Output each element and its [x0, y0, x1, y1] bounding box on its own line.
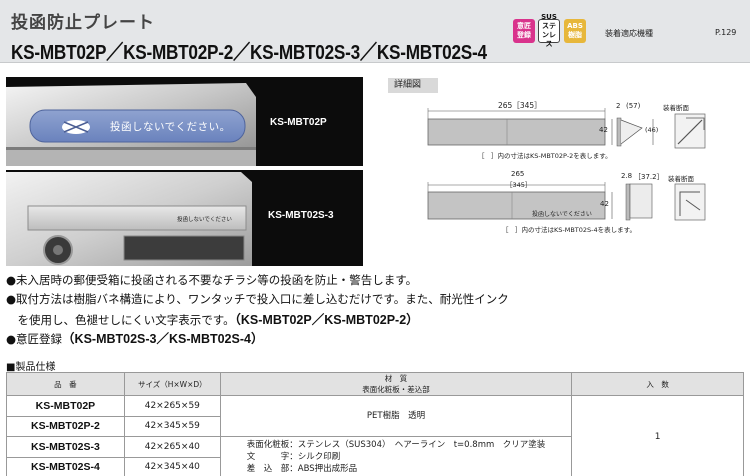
- abs-resin-badge: ABS樹脂: [564, 19, 586, 43]
- header-material-label: 材 質: [384, 374, 408, 383]
- compatible-models-label: 装着適応機種: [605, 29, 653, 38]
- photo-label-mbt02p: KS-MBT02P: [270, 117, 327, 128]
- side-dimension: (46): [645, 126, 659, 134]
- detail-drawing-tag: 詳細図: [388, 78, 438, 93]
- feature-bullet-1: ●未入居時の郵便受箱に投函される不要なチラシ等の投函を防止・警告します。: [6, 273, 418, 287]
- plate-text: 投函しないでください: [532, 211, 592, 218]
- feature-bullet-3: ●意匠登録（KS-MBT02S-3／KS-MBT02S-4）: [6, 328, 263, 347]
- model-cell: KS-MBT02S-3: [6, 436, 125, 458]
- dial-lock-icon: [43, 235, 73, 265]
- qty-cell: 1: [571, 395, 744, 476]
- mount-section-icon: [674, 113, 706, 149]
- table-row: KS-MBT02P 42×265×59 PET樹脂 透明 1: [6, 395, 744, 476]
- spec-header-row: 品 番 サイズ（H×W×D） 材 質 表面化粧板・差込部 入 数: [6, 372, 744, 396]
- model-cell: KS-MBT02S-4: [6, 456, 125, 476]
- dimension-note: ［ ］内の寸法はKS-MBT02S-4を表します。: [502, 226, 636, 234]
- feature-bullet-2-models: （KS-MBT02P／KS-MBT02P-2）: [234, 313, 419, 327]
- mailbox-photo-image: [6, 77, 363, 166]
- table-row: KS-MBT02S-3 42×265×40 表面化粧板：ステンレス（SUS304…: [6, 436, 744, 476]
- model-cell: KS-MBT02P-2: [6, 415, 125, 437]
- drawing-1-lines: [427, 108, 706, 149]
- dimension-note: ［ ］内の寸法はKS-MBT02P-2を表します。: [478, 152, 612, 160]
- product-photo-mbt02p: 投函しないでください。 KS-MBT02P: [6, 77, 363, 166]
- product-models-title: KS-MBT02P／KS-MBT02P-2／KS-MBT02S-3／KS-MBT…: [11, 42, 487, 64]
- section-label: 装着断面: [668, 175, 694, 183]
- width-dimension: 265: [511, 170, 525, 178]
- feature-bullet-3-models: （KS-MBT02S-3／KS-MBT02S-4）: [62, 332, 264, 346]
- table-row: KS-MBT02S-4 42×345×40: [6, 456, 744, 476]
- header-material: 材 質 表面化粧板・差込部: [219, 372, 573, 396]
- drawing-2-lines: [427, 182, 706, 221]
- feature-bullet-2-text: を使用し、色褪せしにくい文字表示です。: [6, 313, 235, 327]
- thickness-dimension: 2.8: [621, 172, 633, 180]
- feature-bullet-3-text: ●意匠登録: [6, 332, 63, 346]
- material-pet-cell: PET樹脂 透明: [219, 395, 573, 437]
- depth-dimension: ［37.2］: [634, 173, 664, 181]
- photo-label-mbt02s: KS-MBT02S-3: [268, 210, 334, 221]
- material-stainless-cell: 表面化粧板：ステンレス（SUS304） ヘアーライン t=0.8mm クリア塗装…: [219, 436, 573, 476]
- sus-stainless-badge: SUSステンレス: [538, 13, 560, 48]
- mailbox-photo-image: [6, 170, 363, 266]
- table-row: KS-MBT02P-2 42×345×59: [6, 415, 744, 437]
- mount-section-icon: [674, 183, 706, 221]
- model-cell: KS-MBT02P: [6, 395, 125, 417]
- size-cell: 42×265×40: [123, 436, 221, 458]
- material-line: 文 字：シルク印刷: [246, 452, 341, 462]
- no-mail-hand-icon: [62, 120, 90, 134]
- header-size: サイズ（H×W×D）: [123, 372, 221, 396]
- design-registered-badge: 意匠登録: [513, 19, 535, 43]
- product-photo-mbt02s: 投函しないでください KS-MBT02S-3: [6, 170, 363, 266]
- page-reference: P.129: [715, 28, 737, 37]
- size-cell: 42×345×59: [123, 415, 221, 437]
- page-header: 投函防止プレート KS-MBT02P／KS-MBT02P-2／KS-MBT02S…: [0, 0, 750, 64]
- feature-bullet-2-cont: を使用し、色褪せしにくい文字表示です。（KS-MBT02P／KS-MBT02P-…: [6, 309, 419, 328]
- size-cell: 42×265×59: [123, 395, 221, 417]
- width-dimension-alt: ［345］: [506, 181, 532, 189]
- size-cell: 42×345×40: [123, 456, 221, 476]
- feature-bullet-2: ●取付方法は樹脂バネ構造により、ワンタッチで投入口に差し込むだけです。また、耐光…: [6, 292, 509, 306]
- height-dimension: 42: [599, 126, 608, 134]
- detail-drawing-1: 265［345］ 42 2 (57) (46) 装着断面 ［ ］内の寸法はKS-…: [420, 100, 720, 164]
- header-material-sub: 表面化粧板・差込部: [362, 385, 430, 394]
- spec-table: 品 番 サイズ（H×W×D） 材 質 表面化粧板・差込部 入 数 KS-MBT0…: [6, 372, 744, 476]
- header-model: 品 番: [6, 372, 125, 396]
- detail-drawing-2: 265 ［345］ 投函しないでください 42 2.8 ［37.2］ 装着断面 …: [420, 170, 720, 234]
- thickness-dimension: 2: [616, 102, 621, 110]
- plate-text: 投函しないでください。: [110, 121, 231, 133]
- plate-text: 投函しないでください: [177, 217, 232, 223]
- product-category-title: 投函防止プレート: [11, 13, 155, 33]
- material-line: 差 込 部：ABS押出成形品: [246, 464, 358, 474]
- section-label: 装着断面: [663, 104, 689, 112]
- spec-title: ■製品仕様: [6, 362, 56, 373]
- height-dimension: 42: [600, 200, 609, 208]
- width-dimension: 265［345］: [498, 101, 542, 110]
- header-qty: 入 数: [571, 372, 744, 396]
- material-line: 表面化粧板：ステンレス（SUS304） ヘアーライン t=0.8mm クリア塗装: [246, 440, 546, 450]
- depth-dimension: (57): [626, 102, 641, 110]
